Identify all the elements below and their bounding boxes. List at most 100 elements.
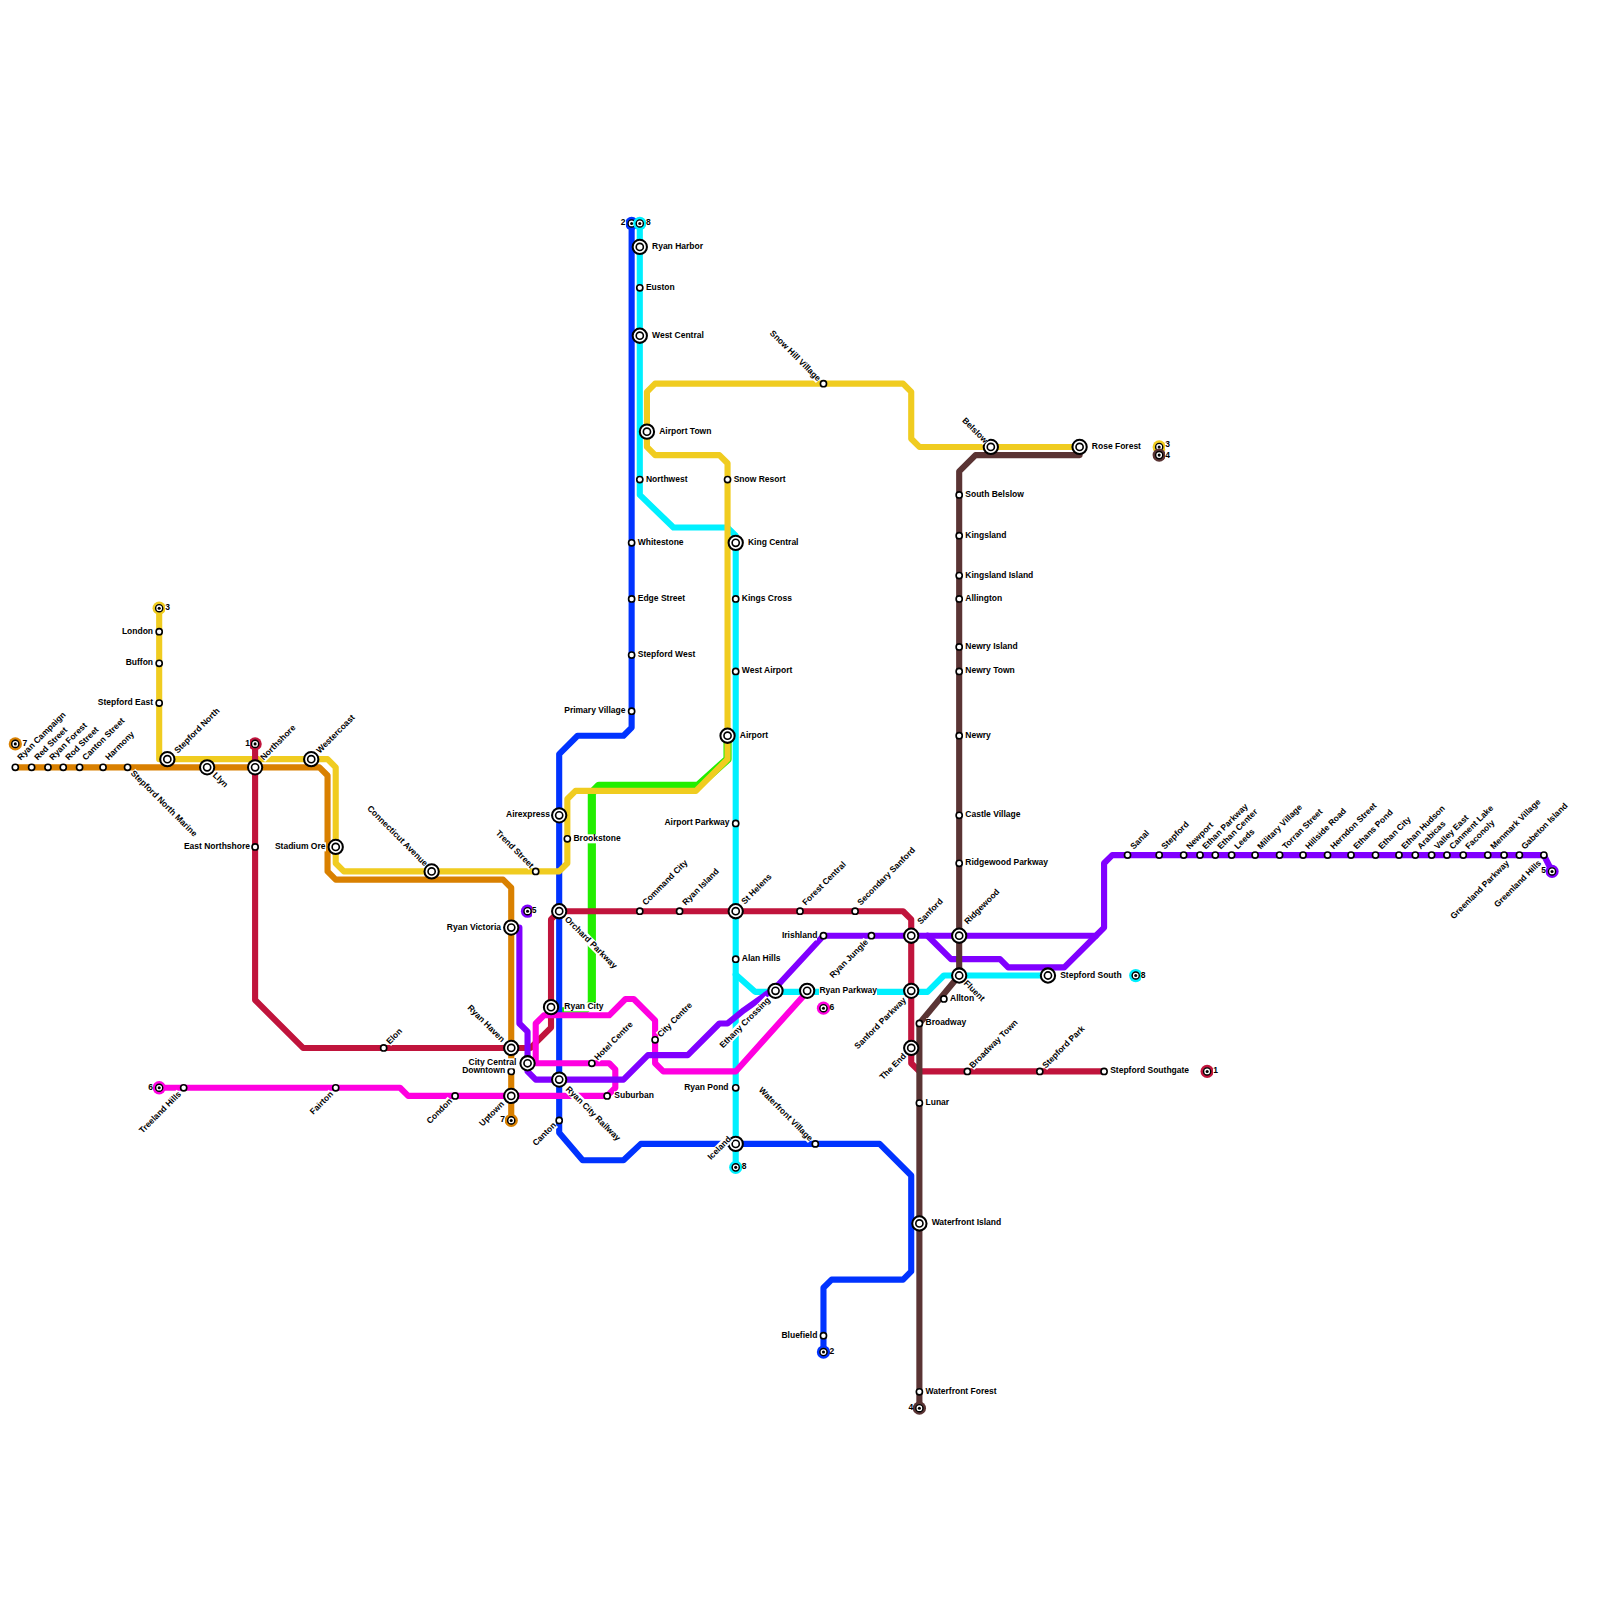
terminus-marker [1158, 445, 1161, 448]
terminus-marker [156, 605, 163, 612]
station-name: Snow Hill Village [768, 328, 823, 383]
station-name: Secondary Sanford [856, 846, 918, 908]
terminus-marker [633, 217, 646, 230]
station-name: London [122, 627, 153, 636]
station-marker [1277, 852, 1283, 858]
station-name: Ryan Victoria [447, 923, 501, 932]
station-name: Broadway [926, 1019, 967, 1028]
station-marker [956, 492, 962, 498]
terminus-marker [734, 1166, 737, 1169]
station-name: City Centre [656, 1000, 695, 1039]
station-marker [677, 908, 683, 914]
station-marker [733, 956, 739, 962]
interchange-marker [636, 332, 643, 339]
terminus-marker [153, 602, 166, 615]
station-name: Allton [950, 994, 974, 1003]
station-name: Euston [646, 283, 675, 292]
station-name: Sanford Parkway [853, 996, 908, 1051]
station-name: Airexpress [506, 811, 550, 820]
station-name: Newry [965, 731, 991, 740]
station-marker [60, 764, 66, 770]
line-number: 4 [1165, 451, 1170, 460]
interchange-marker [732, 539, 739, 546]
terminus-marker [817, 1002, 830, 1015]
station-marker [820, 1333, 826, 1339]
interchange-marker [908, 932, 915, 939]
station-marker [589, 1060, 595, 1066]
station-name: Lunar [926, 1098, 950, 1107]
terminus-marker [636, 220, 643, 227]
station-name: St Helens [740, 872, 774, 906]
station-marker [820, 381, 826, 387]
interchange-marker [160, 752, 174, 766]
terminus-marker [1153, 448, 1166, 461]
station-name: Kingsland Island [965, 571, 1033, 580]
station-name: Stepford East [98, 698, 153, 707]
station-marker [156, 660, 162, 666]
metro-line [159, 384, 1079, 872]
terminus-marker [1548, 868, 1555, 875]
station-name: Waterfront Forest [926, 1387, 997, 1396]
station-name: Airport Town [659, 427, 711, 436]
interchange-marker [720, 729, 734, 743]
station-name: Snow Resort [734, 475, 786, 484]
station-marker [637, 908, 643, 914]
station-name: Stepford North Marine [128, 769, 198, 839]
interchange-marker [640, 424, 654, 438]
metro-line [159, 992, 807, 1096]
terminus-marker [916, 1405, 923, 1412]
interchange-marker [329, 840, 343, 854]
terminus-marker [918, 1407, 921, 1410]
station-name: Elon [384, 1027, 404, 1047]
interchange-marker [729, 904, 743, 918]
interchange-marker [643, 428, 650, 435]
interchange-marker [556, 908, 563, 915]
interchange-marker [904, 984, 918, 998]
station-marker [1460, 852, 1466, 858]
station-name: Primary Village [564, 707, 625, 716]
interchange-marker [956, 972, 963, 979]
interchange-marker [1076, 443, 1083, 450]
station-marker [956, 668, 962, 674]
station-marker [733, 668, 739, 674]
interchange-marker [508, 1092, 515, 1099]
station-marker [12, 764, 18, 770]
interchange-marker [424, 864, 438, 878]
interchange-marker [904, 929, 918, 943]
station-name: Broadway Town [968, 1018, 1020, 1070]
station-name: Ryan Island [680, 867, 720, 907]
station-marker [956, 733, 962, 739]
station-name: Ridgewood [963, 888, 1002, 927]
terminus-marker [1134, 974, 1137, 977]
station-marker [604, 1093, 610, 1099]
terminus-marker [822, 1351, 825, 1354]
station-name: Stadium Ore [275, 842, 326, 851]
station-name: Orchard Parkway [563, 915, 619, 971]
station-name: Ryan Jungle [828, 938, 870, 980]
terminus-marker [729, 1161, 742, 1174]
station-marker [1412, 852, 1418, 858]
station-name: Whitestone [638, 538, 684, 547]
station-name: Suburban [614, 1091, 654, 1100]
station-marker [252, 844, 258, 850]
station-marker [333, 1085, 339, 1091]
line-number: 5 [1541, 867, 1546, 876]
line-number: 5 [532, 907, 537, 916]
metro-line [551, 736, 728, 1012]
station-marker [956, 572, 962, 578]
terminus-marker [158, 1086, 161, 1089]
terminus-marker [526, 910, 529, 913]
station-name: Alan Hills [742, 955, 781, 964]
interchange-marker [804, 987, 811, 994]
station-marker [1212, 852, 1218, 858]
station-name: Greenland Parkway [1449, 859, 1511, 921]
station-marker [1229, 852, 1235, 858]
terminus-marker [510, 1119, 513, 1122]
interchange-marker [552, 904, 566, 918]
interchange-marker [252, 764, 259, 771]
station-marker [1324, 852, 1330, 858]
terminus-marker [1204, 1068, 1211, 1075]
terminus-marker [505, 1114, 518, 1127]
station-marker [916, 1020, 922, 1026]
